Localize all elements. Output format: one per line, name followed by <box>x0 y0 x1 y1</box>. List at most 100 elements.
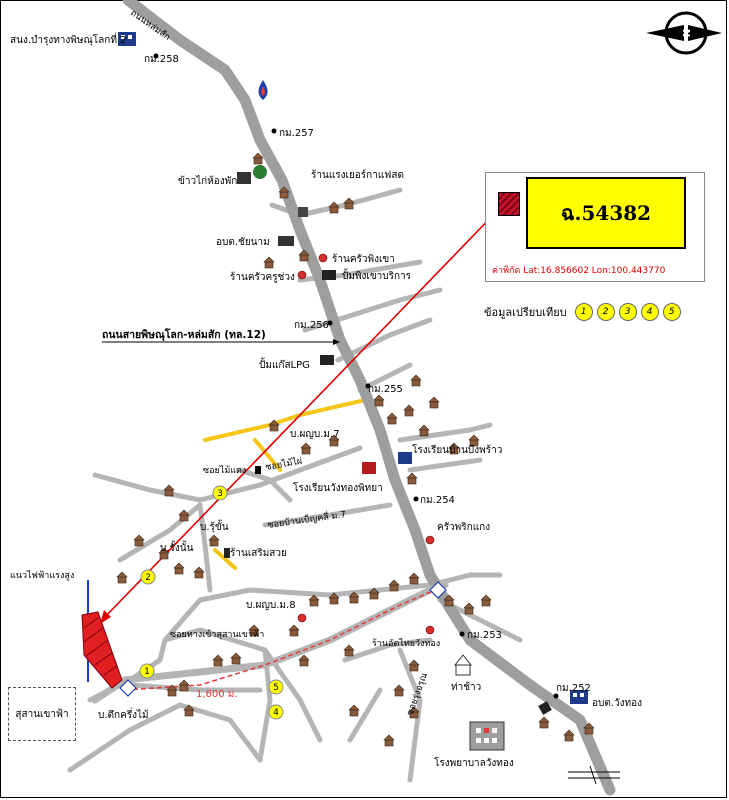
house-icon <box>163 484 175 497</box>
house-icon <box>368 587 380 600</box>
house-icon <box>328 592 340 605</box>
shop-markers <box>297 253 435 635</box>
house-icon <box>538 716 550 729</box>
office-icon <box>278 236 294 246</box>
house-icon <box>248 624 260 637</box>
label-school-bueng-phrao: โรงเรียนบ้านบึงพร้าว <box>412 443 502 456</box>
compass-letter: N <box>682 29 693 37</box>
house-icon <box>173 562 185 575</box>
label-sub-district-wangthong: อบต.วังทอง <box>592 698 642 709</box>
km-post-icon <box>413 496 419 502</box>
house-icon <box>393 684 405 697</box>
house-icon <box>268 419 280 432</box>
house-icon <box>263 256 275 269</box>
label-km254: กม.254 <box>420 495 455 506</box>
house-icon <box>166 684 178 697</box>
house-icon <box>386 412 398 425</box>
km-post-icons <box>153 53 559 699</box>
label-coffee-shop: ร้านแรงเยอร์กาแฟสด <box>311 169 404 181</box>
house-icon <box>448 442 460 455</box>
house-icon <box>252 152 264 165</box>
comparison-legend: ข้อมูลเปรียบเทียบ 1 2 3 4 5 <box>484 303 681 321</box>
house-icon <box>343 644 355 657</box>
label-km256: กม.256 <box>294 320 329 331</box>
label-khru-chuang: ร้านครัวครูช่วง <box>230 271 295 283</box>
house-icon <box>212 654 224 667</box>
label-soi-cemetery: ซอยทางเข้าสุสานเขาฟ้า <box>170 629 264 640</box>
comparison-point <box>268 679 284 695</box>
house-icon <box>178 509 190 522</box>
gas-station-icon <box>258 80 268 100</box>
comparison-badge-5[interactable]: 5 <box>662 303 681 321</box>
comparison-point-label: 5 <box>273 683 279 693</box>
label-village-phayup8: บ.ผญบ.ม.8 <box>246 600 296 611</box>
comparison-badge-4[interactable]: 4 <box>640 303 659 321</box>
house-icon <box>278 186 290 199</box>
main-highway <box>122 0 616 796</box>
comparison-point <box>212 485 228 501</box>
school-icon <box>398 452 412 464</box>
house-icon <box>158 547 170 560</box>
comparison-point <box>268 704 284 720</box>
comparison-badge-1[interactable]: 1 <box>574 303 593 321</box>
label-ban-tuk: บ.ตึกครึ่งไม้ <box>98 707 149 721</box>
hospital-icon <box>469 721 505 751</box>
label-school-wangthong: โรงเรียนวังทองพิทยา <box>293 481 383 494</box>
restaurant-icon <box>318 253 328 263</box>
comparison-point-label: 3 <box>217 489 223 499</box>
house-icon <box>408 706 420 719</box>
house-icon <box>288 624 300 637</box>
label-shop-soem: ร้านเสริมสวย <box>230 547 287 559</box>
house-icon <box>383 734 395 747</box>
label-soi-mai-daeng: ซอยไม้แดง <box>203 465 246 476</box>
label-km252: กม.252 <box>556 683 591 694</box>
house-icon <box>563 729 575 742</box>
label-shop-somtam: ร้านอัดไทยวังทอง <box>372 638 440 649</box>
comparison-badge-3[interactable]: 3 <box>618 303 637 321</box>
comparison-label: ข้อมูลเปรียบเทียบ <box>484 306 567 319</box>
label-highway-name: ถนนสายพิษณุโลก-หล่มสัก (ทล.12) <box>102 328 266 342</box>
km-post-icon <box>153 53 159 59</box>
comparison-point-label: 1 <box>144 667 150 677</box>
house-icon <box>403 404 415 417</box>
tree-icon <box>253 165 267 179</box>
house-icon <box>193 566 205 579</box>
house-icon <box>408 572 420 585</box>
soi-sign-icon <box>255 466 261 474</box>
parcel-code: ฉ.54382 <box>560 201 652 225</box>
house-icon <box>373 394 385 407</box>
shop-icon <box>237 172 251 184</box>
comparison-point-label: 2 <box>145 573 151 583</box>
house-icon <box>230 652 242 665</box>
house-icon <box>298 654 310 667</box>
highway-name-arrowhead-icon <box>333 339 340 345</box>
parcel-info-box: ฉ.54382 ค่าพิกัด Lat:16.856602 Lon:100.4… <box>485 172 705 282</box>
label-power-line: แนวไฟฟ้าแรงสูง <box>10 570 74 581</box>
comparison-badge-2[interactable]: 2 <box>596 303 615 321</box>
label-maintenance-office: สนง.บำรุงทางพิษณุโลกที่ 2 <box>10 32 126 46</box>
restaurant-icon <box>297 270 307 280</box>
route-shield-icons <box>119 581 447 697</box>
comparison-point <box>139 663 155 679</box>
house-icon <box>468 434 480 447</box>
railway-icon <box>568 765 620 785</box>
label-phingkhao-kitchen: ร้านครัวพิงเขา <box>332 253 395 265</box>
house-icon <box>418 424 430 437</box>
label-phingkhao-gas: ปั้มพิงเขาบริการ <box>342 268 412 282</box>
route-shield-icon <box>119 679 137 697</box>
comparison-points: 3 2 1 5 4 <box>139 485 284 720</box>
label-km257: กม.257 <box>279 128 314 139</box>
route-shield-icon <box>429 581 447 599</box>
label-ban-chun: บ.รุ้ขั้น <box>200 519 229 533</box>
house-icon <box>208 534 220 547</box>
label-chicken-shop: ข้าวไก่ห้องพัก <box>178 175 237 187</box>
house-icon <box>178 679 190 692</box>
cemetery-label: สุสานเขาฟ้า <box>15 708 69 720</box>
cemetery-box: สุสานเขาฟ้า <box>8 687 76 741</box>
label-ban-chan: บ.รั้งนั้น <box>160 540 194 554</box>
label-km255: กม.255 <box>368 384 403 395</box>
label-soi-ban-benjakhi: ซอยบ้านเบ็ญคลี่ ม.7 <box>267 507 347 531</box>
label-hospital: โรงพยาบาลวังทอง <box>434 756 514 769</box>
house-icon <box>348 704 360 717</box>
